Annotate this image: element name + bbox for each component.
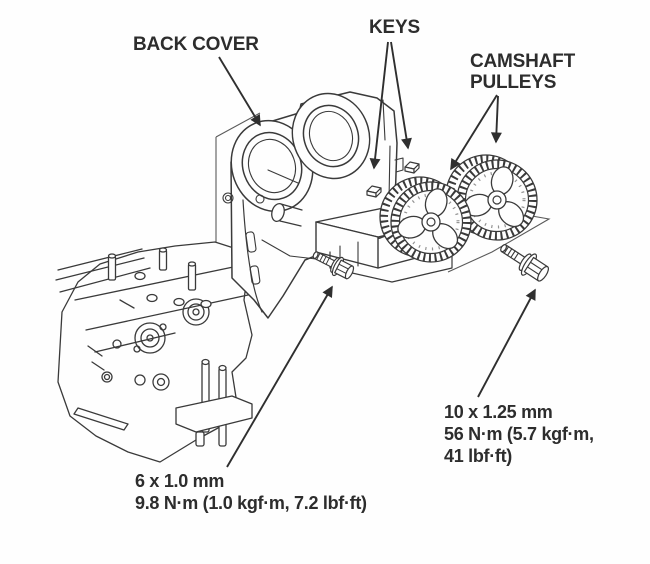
- cylinder-head-drawing: [55, 241, 253, 463]
- tall-studs: [175, 358, 253, 447]
- back-cover-arrow: [218, 56, 261, 127]
- pulleys-arrow-right: [490, 95, 502, 144]
- camshaft-pulley-left-drawing: [379, 176, 472, 263]
- cover-bolt-drawing: [312, 251, 355, 280]
- keys-arrow-left: [369, 41, 389, 170]
- leader-arrows: [218, 41, 536, 468]
- keys-label: KEYS: [369, 17, 420, 38]
- pulley-bolt-spec-torque-1: 56 N·m (5.7 kgf·m,: [444, 424, 594, 444]
- back-cover-label: BACK COVER: [133, 34, 259, 55]
- cover-bolt-spec: 6 x 1.0 mm 9.8 N·m (1.0 kgf·m, 7.2 lbf·f…: [135, 470, 367, 514]
- cover-tube-boss: [271, 203, 303, 227]
- pulley-bolt-spec-size: 10 x 1.25 mm: [444, 402, 553, 422]
- cover-bolt-spec-torque: 9.8 N·m (1.0 kgf·m, 7.2 lbf·ft): [135, 493, 367, 513]
- pulley-bolt-spec: 10 x 1.25 mm 56 N·m (5.7 kgf·m, 41 lbf·f…: [444, 401, 594, 467]
- pulleys-arrow-left: [450, 94, 498, 171]
- key-left-drawing: [366, 185, 382, 198]
- keys-arrow-right: [390, 41, 412, 150]
- camshaft-pulleys-label: CAMSHAFT PULLEYS: [470, 51, 575, 93]
- head-studs: [107, 247, 212, 309]
- key-right-drawing: [404, 161, 420, 174]
- pulley-bolt-drawing: [500, 244, 550, 282]
- camshaft-pulleys-label-line1: CAMSHAFT: [470, 51, 575, 72]
- camshaft-pulleys-label-line2: PULLEYS: [470, 72, 557, 93]
- pulley-bolt-arrow: [477, 288, 536, 398]
- seal-ring-right: [291, 92, 371, 180]
- cover-bolt-arrow: [226, 285, 333, 468]
- cover-bolt-spec-size: 6 x 1.0 mm: [135, 471, 225, 491]
- pulley-bolt-spec-torque-2: 41 lbf·ft): [444, 446, 512, 466]
